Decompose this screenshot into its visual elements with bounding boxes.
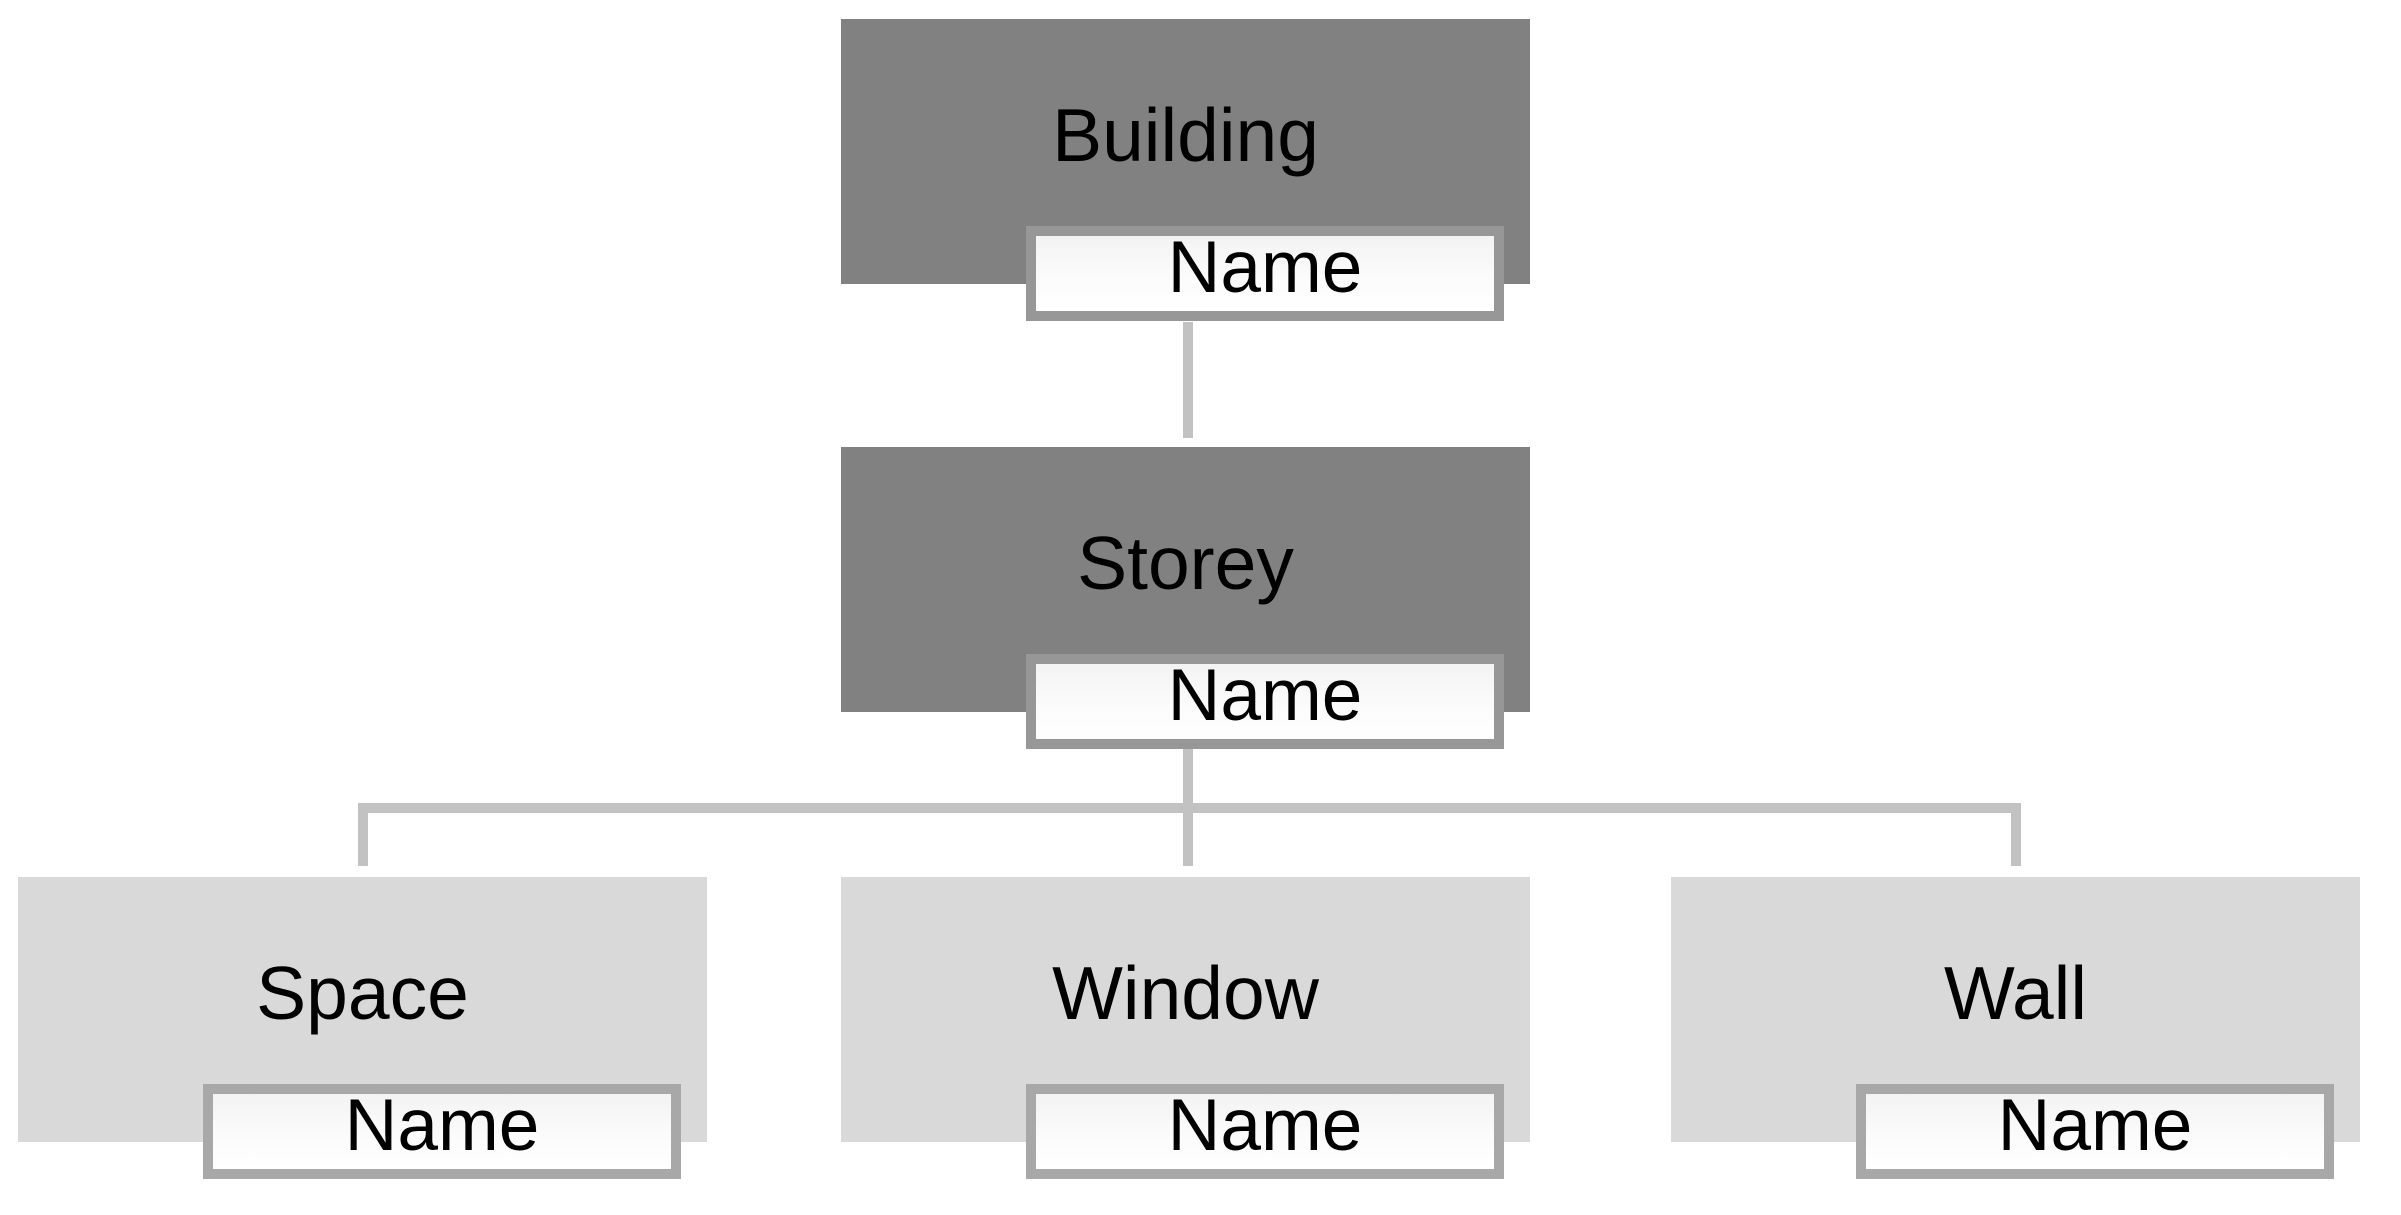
connector-rail-to-space [358,803,368,866]
window-name-plate: Name [1026,1084,1504,1179]
space-name-label: Name [344,1085,540,1166]
window-name-label: Name [1167,1085,1363,1166]
node-building: Building Name [841,19,1530,321]
connector-rail-to-wall [2011,803,2021,866]
node-space: Space Name [18,877,707,1179]
wall-name-plate: Name [1856,1084,2334,1179]
building-name-label: Name [1167,227,1363,308]
window-title: Window [1052,951,1319,1035]
space-box: Space [18,877,707,1142]
storey-title: Storey [1077,521,1294,605]
node-wall: Wall Name [1671,877,2360,1179]
storey-name-label: Name [1167,655,1363,736]
connector-building-storey [1183,322,1193,438]
wall-title: Wall [1943,951,2088,1035]
connector-horizontal-rail [358,803,2021,813]
wall-name-label: Name [1997,1085,2193,1166]
building-name-plate: Name [1026,226,1504,321]
space-title: Space [256,951,469,1035]
node-storey: Storey Name [841,447,1530,749]
storey-name-plate: Name [1026,654,1504,749]
building-title: Building [1052,93,1319,177]
node-window: Window Name [841,877,1530,1179]
space-name-plate: Name [203,1084,681,1179]
